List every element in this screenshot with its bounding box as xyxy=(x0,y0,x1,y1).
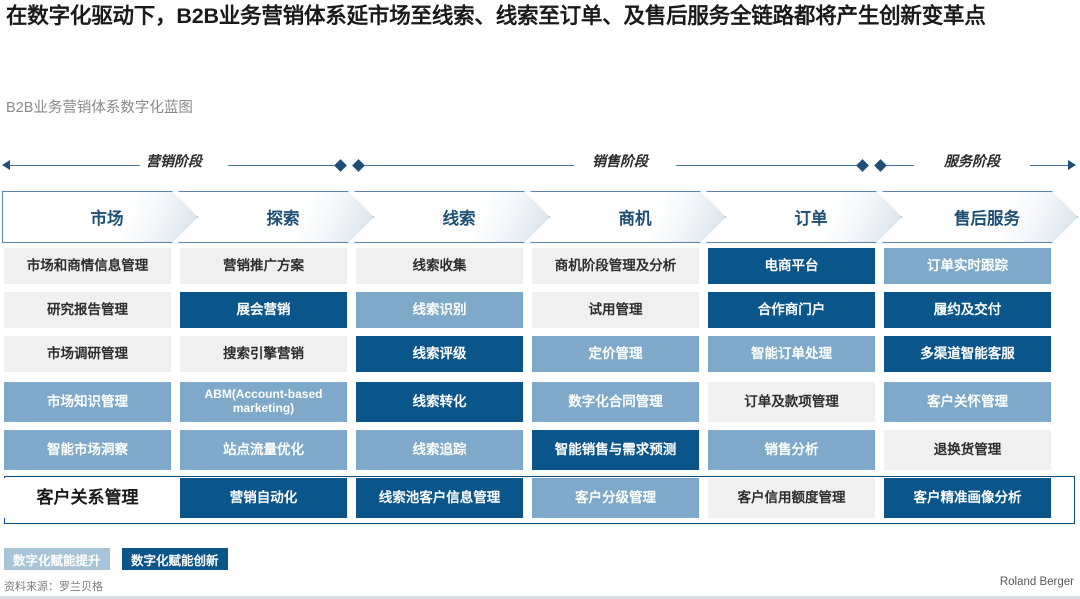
stage-chevron-market[interactable]: 市场 xyxy=(2,191,198,243)
capability-cell[interactable]: 市场调研管理 xyxy=(4,336,171,372)
page-title: 在数字化驱动下，B2B业务营销体系延市场至线索、线索至订单、及售后服务全链路都将… xyxy=(6,4,986,28)
capability-cell[interactable]: 线索评级 xyxy=(356,336,523,372)
footer-divider xyxy=(0,596,1080,599)
stage-chevron-bar: 市场 探索 线索 商机 订单 售后服务 xyxy=(2,191,1078,243)
capability-cell[interactable]: 线索收集 xyxy=(356,248,523,284)
stage-chevron-explore[interactable]: 探索 xyxy=(178,191,374,243)
capability-cell[interactable]: 客户信用额度管理 xyxy=(708,478,875,518)
capability-cell[interactable]: 智能销售与需求预测 xyxy=(532,430,699,470)
capability-cell[interactable]: 营销自动化 xyxy=(180,478,347,518)
phase-arrow-right-end xyxy=(1068,160,1076,170)
stage-chevron-lead[interactable]: 线索 xyxy=(354,191,550,243)
capability-cell[interactable]: 多渠道智能客服 xyxy=(884,336,1051,372)
legend-item-innovation: 数字化赋能创新 xyxy=(122,548,228,570)
capability-cell[interactable]: 智能订单处理 xyxy=(708,336,875,372)
capability-cell[interactable]: 订单实时跟踪 xyxy=(884,248,1051,284)
stage-label: 探索 xyxy=(266,210,300,228)
stage-chevron-order[interactable]: 订单 xyxy=(706,191,902,243)
capability-cell[interactable]: 商机阶段管理及分析 xyxy=(532,248,699,284)
capability-cell[interactable]: 线索转化 xyxy=(356,382,523,422)
capability-cell[interactable]: 履约及交付 xyxy=(884,292,1051,328)
capability-cell[interactable]: ABM(Account-based marketing) xyxy=(180,382,347,422)
capability-cell[interactable]: 智能市场洞察 xyxy=(4,430,171,470)
capability-cell[interactable]: 站点流量优化 xyxy=(180,430,347,470)
stage-label: 市场 xyxy=(90,210,124,228)
phase-rule xyxy=(8,165,140,167)
capability-cell[interactable]: 客户分级管理 xyxy=(532,478,699,518)
stage-label: 订单 xyxy=(794,210,828,228)
phase-rule xyxy=(228,165,338,167)
source-note: 资料来源：罗兰贝格 xyxy=(4,581,103,593)
capability-cell[interactable]: 客户关系管理 xyxy=(4,478,171,518)
capability-cell[interactable]: 订单及款项管理 xyxy=(708,382,875,422)
phase-diamond xyxy=(874,159,887,172)
phase-rule xyxy=(1030,165,1070,167)
phase-label-service: 服务阶段 xyxy=(944,153,1000,169)
phase-rule xyxy=(676,165,858,167)
stage-label: 商机 xyxy=(618,210,652,228)
phase-label-sales: 销售阶段 xyxy=(592,153,648,169)
capability-cell[interactable]: 客户关怀管理 xyxy=(884,382,1051,422)
capability-cell[interactable]: 市场和商情信息管理 xyxy=(4,248,171,284)
stage-chevron-opportunity[interactable]: 商机 xyxy=(530,191,726,243)
capability-cell[interactable]: 线索池客户信息管理 xyxy=(356,478,523,518)
brand-logo: Roland Berger xyxy=(999,576,1074,588)
capability-cell[interactable]: 销售分析 xyxy=(708,430,875,470)
phase-rule xyxy=(364,165,574,167)
stage-label: 售后服务 xyxy=(954,210,1020,228)
phase-diamond xyxy=(352,159,365,172)
capability-cell[interactable]: 线索识别 xyxy=(356,292,523,328)
capability-cell[interactable]: 搜索引擎营销 xyxy=(180,336,347,372)
capability-cell[interactable]: 合作商门户 xyxy=(708,292,875,328)
stage-chevron-aftersales[interactable]: 售后服务 xyxy=(882,191,1078,243)
phase-arrow-left-start xyxy=(2,160,10,170)
phase-diamond xyxy=(334,159,347,172)
legend-item-enhancement: 数字化赋能提升 xyxy=(4,548,110,570)
capability-cell[interactable]: 数字化合同管理 xyxy=(532,382,699,422)
capability-cell[interactable]: 展会营销 xyxy=(180,292,347,328)
capability-cell[interactable]: 线索追踪 xyxy=(356,430,523,470)
capability-cell[interactable]: 市场知识管理 xyxy=(4,382,171,422)
capability-cell[interactable]: 电商平台 xyxy=(708,248,875,284)
phase-label-marketing: 营销阶段 xyxy=(146,153,202,169)
phase-diamond xyxy=(856,159,869,172)
capability-cell[interactable]: 研究报告管理 xyxy=(4,292,171,328)
stage-label: 线索 xyxy=(442,210,476,228)
page-subtitle: B2B业务营销体系数字化蓝图 xyxy=(6,100,193,116)
capability-cell[interactable]: 试用管理 xyxy=(532,292,699,328)
capability-cell[interactable]: 客户精准画像分析 xyxy=(884,478,1051,518)
capability-cell[interactable]: 退换货管理 xyxy=(884,430,1051,470)
phase-band: 营销阶段 销售阶段 服务阶段 xyxy=(0,150,1080,182)
phase-rule xyxy=(886,165,914,167)
capability-cell[interactable]: 定价管理 xyxy=(532,336,699,372)
capability-cell[interactable]: 营销推广方案 xyxy=(180,248,347,284)
